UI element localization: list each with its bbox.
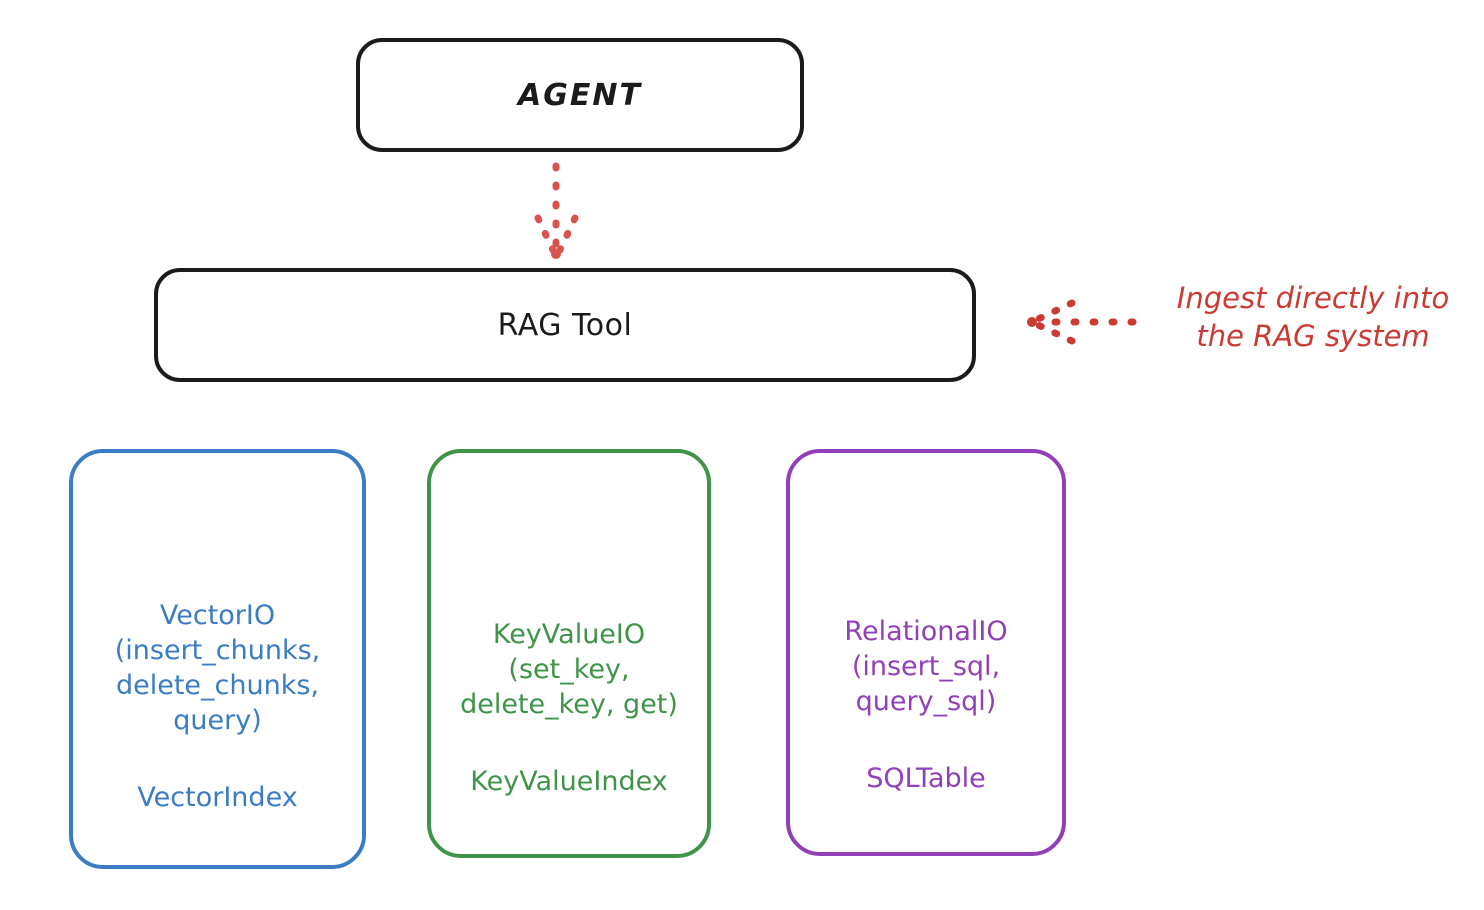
relational-io-methods: RelationalIO (insert_sql, query_sql)	[844, 615, 1008, 717]
node-keyvalue-io-content: KeyValueIO (set_key, delete_key, get) Ke…	[431, 511, 707, 797]
node-vector-io[interactable]: VectorIO (insert_chunks, delete_chunks, …	[69, 449, 366, 869]
node-relational-io[interactable]: RelationalIO (insert_sql, query_sql) SQL…	[786, 449, 1066, 856]
vector-io-methods: VectorIO (insert_chunks, delete_chunks, …	[114, 599, 321, 736]
node-agent[interactable]: AGENT	[356, 38, 804, 152]
ingest-arrow	[1027, 299, 1137, 345]
node-rag-tool-label: RAG Tool	[497, 307, 633, 343]
ingest-annotation-text: Ingest directly into the RAG system	[1176, 281, 1450, 353]
keyvalue-io-methods: KeyValueIO (set_key, delete_key, get)	[460, 618, 678, 720]
node-rag-tool[interactable]: RAG Tool	[154, 268, 976, 382]
sql-table-label: SQLTable	[866, 762, 986, 794]
agent-to-rag-arrow	[534, 162, 579, 259]
keyvalue-index-label: KeyValueIndex	[470, 765, 668, 797]
node-agent-label: AGENT	[518, 77, 642, 113]
node-relational-io-content: RelationalIO (insert_sql, query_sql) SQL…	[790, 512, 1062, 794]
node-keyvalue-io[interactable]: KeyValueIO (set_key, delete_key, get) Ke…	[427, 449, 711, 858]
vector-index-label: VectorIndex	[137, 781, 298, 813]
node-vector-io-content: VectorIO (insert_chunks, delete_chunks, …	[73, 506, 362, 813]
